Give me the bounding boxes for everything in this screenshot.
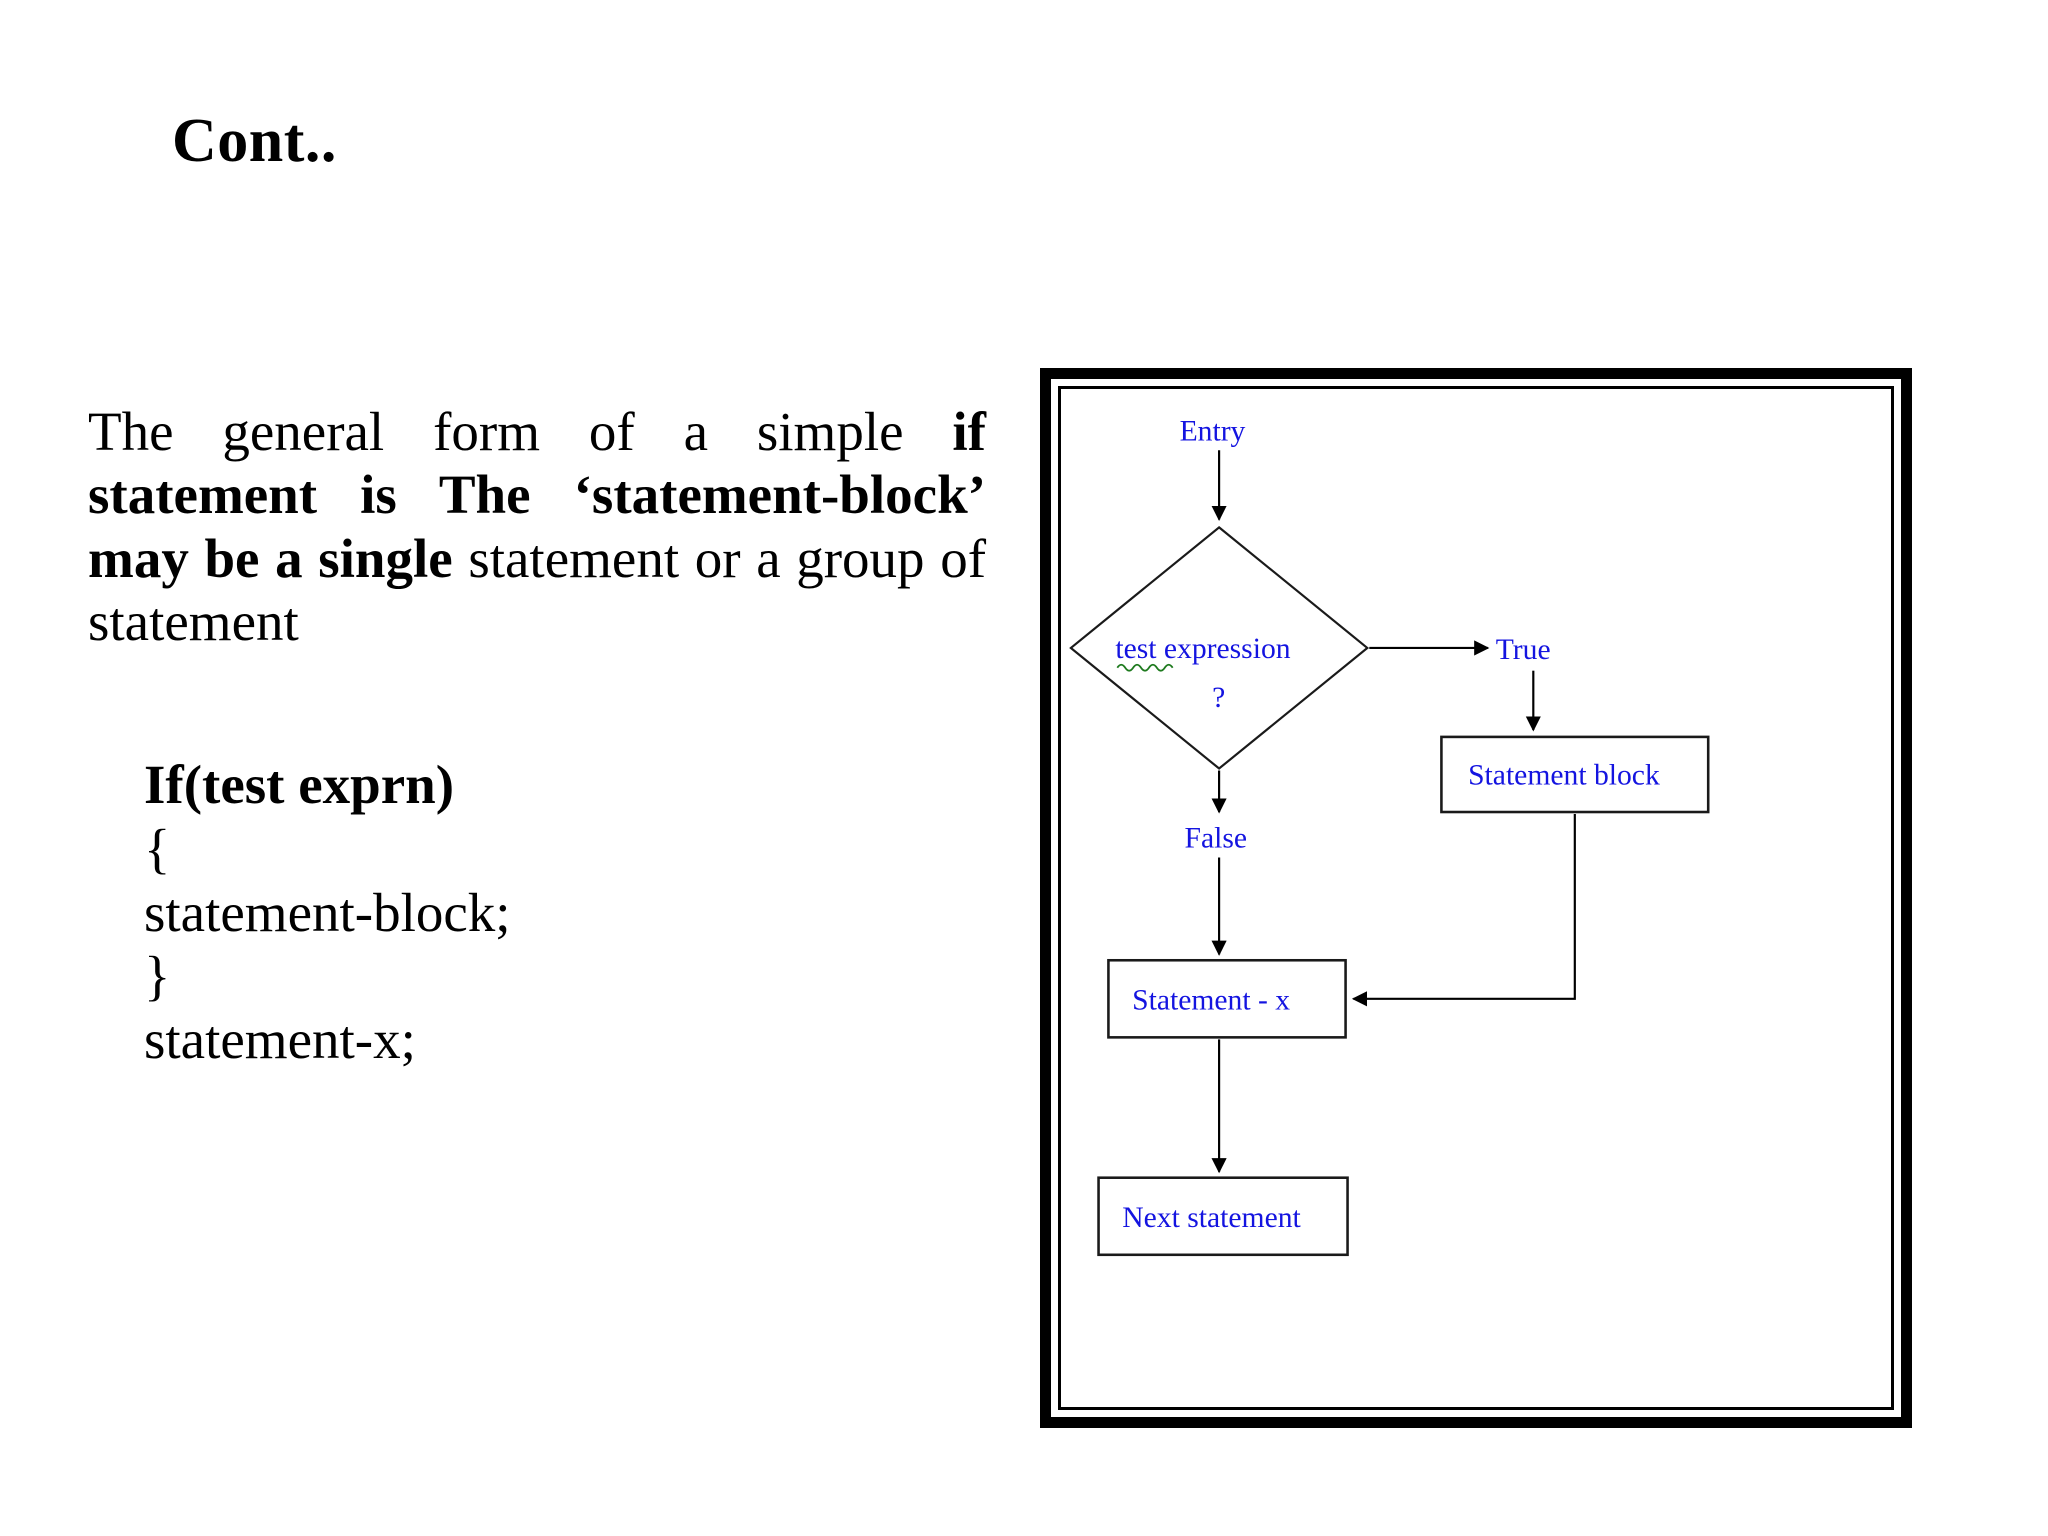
flowchart-frame: Entry test expression ? True Statement b… bbox=[1040, 368, 1912, 1428]
flowchart-canvas: Entry test expression ? True Statement b… bbox=[1061, 389, 1891, 1407]
page-title: Cont.. bbox=[172, 107, 337, 175]
flowchart-false-label: False bbox=[1185, 823, 1248, 855]
body-paragraph: The general form of a simple if statemen… bbox=[88, 400, 986, 653]
paragraph-run-plain-1: The general form of a simple bbox=[88, 401, 953, 462]
edge-statement-block-to-statement-x bbox=[1351, 813, 1576, 1007]
next-statement-label: Next statement bbox=[1122, 1202, 1301, 1234]
decision-label-question: ? bbox=[1212, 682, 1225, 714]
decision-diamond bbox=[1069, 525, 1370, 770]
statement-x-box bbox=[1107, 958, 1347, 1039]
paragraph-run-bold-1: if statement is The ‘statement-block’ ma… bbox=[88, 401, 986, 589]
code-snippet: If(test exprn) { statement-block; } stat… bbox=[144, 753, 988, 1072]
next-statement-box bbox=[1097, 1176, 1349, 1257]
statement-block-box bbox=[1440, 735, 1710, 814]
code-line-statement-x: statement-x; bbox=[144, 1009, 416, 1071]
flowchart-frame-inner: Entry test expression ? True Statement b… bbox=[1058, 386, 1894, 1410]
flowchart-entry-label: Entry bbox=[1180, 415, 1246, 447]
decision-label-expression: test expression bbox=[1115, 633, 1290, 665]
code-line-close-brace: } bbox=[144, 945, 171, 1007]
spellcheck-squiggle-icon bbox=[1116, 663, 1174, 672]
code-line-open-brace: { bbox=[144, 817, 171, 879]
flowchart-true-label: True bbox=[1496, 634, 1551, 666]
code-line-statement-block: statement-block; bbox=[144, 881, 511, 943]
statement-x-label: Statement - x bbox=[1132, 985, 1290, 1017]
code-line-if: If(test exprn) bbox=[144, 754, 455, 815]
left-content-column: The general form of a simple if statemen… bbox=[88, 400, 988, 1072]
paragraph-run-plain-2: statement or a group of statement bbox=[88, 527, 987, 652]
statement-block-label: Statement block bbox=[1468, 759, 1660, 791]
